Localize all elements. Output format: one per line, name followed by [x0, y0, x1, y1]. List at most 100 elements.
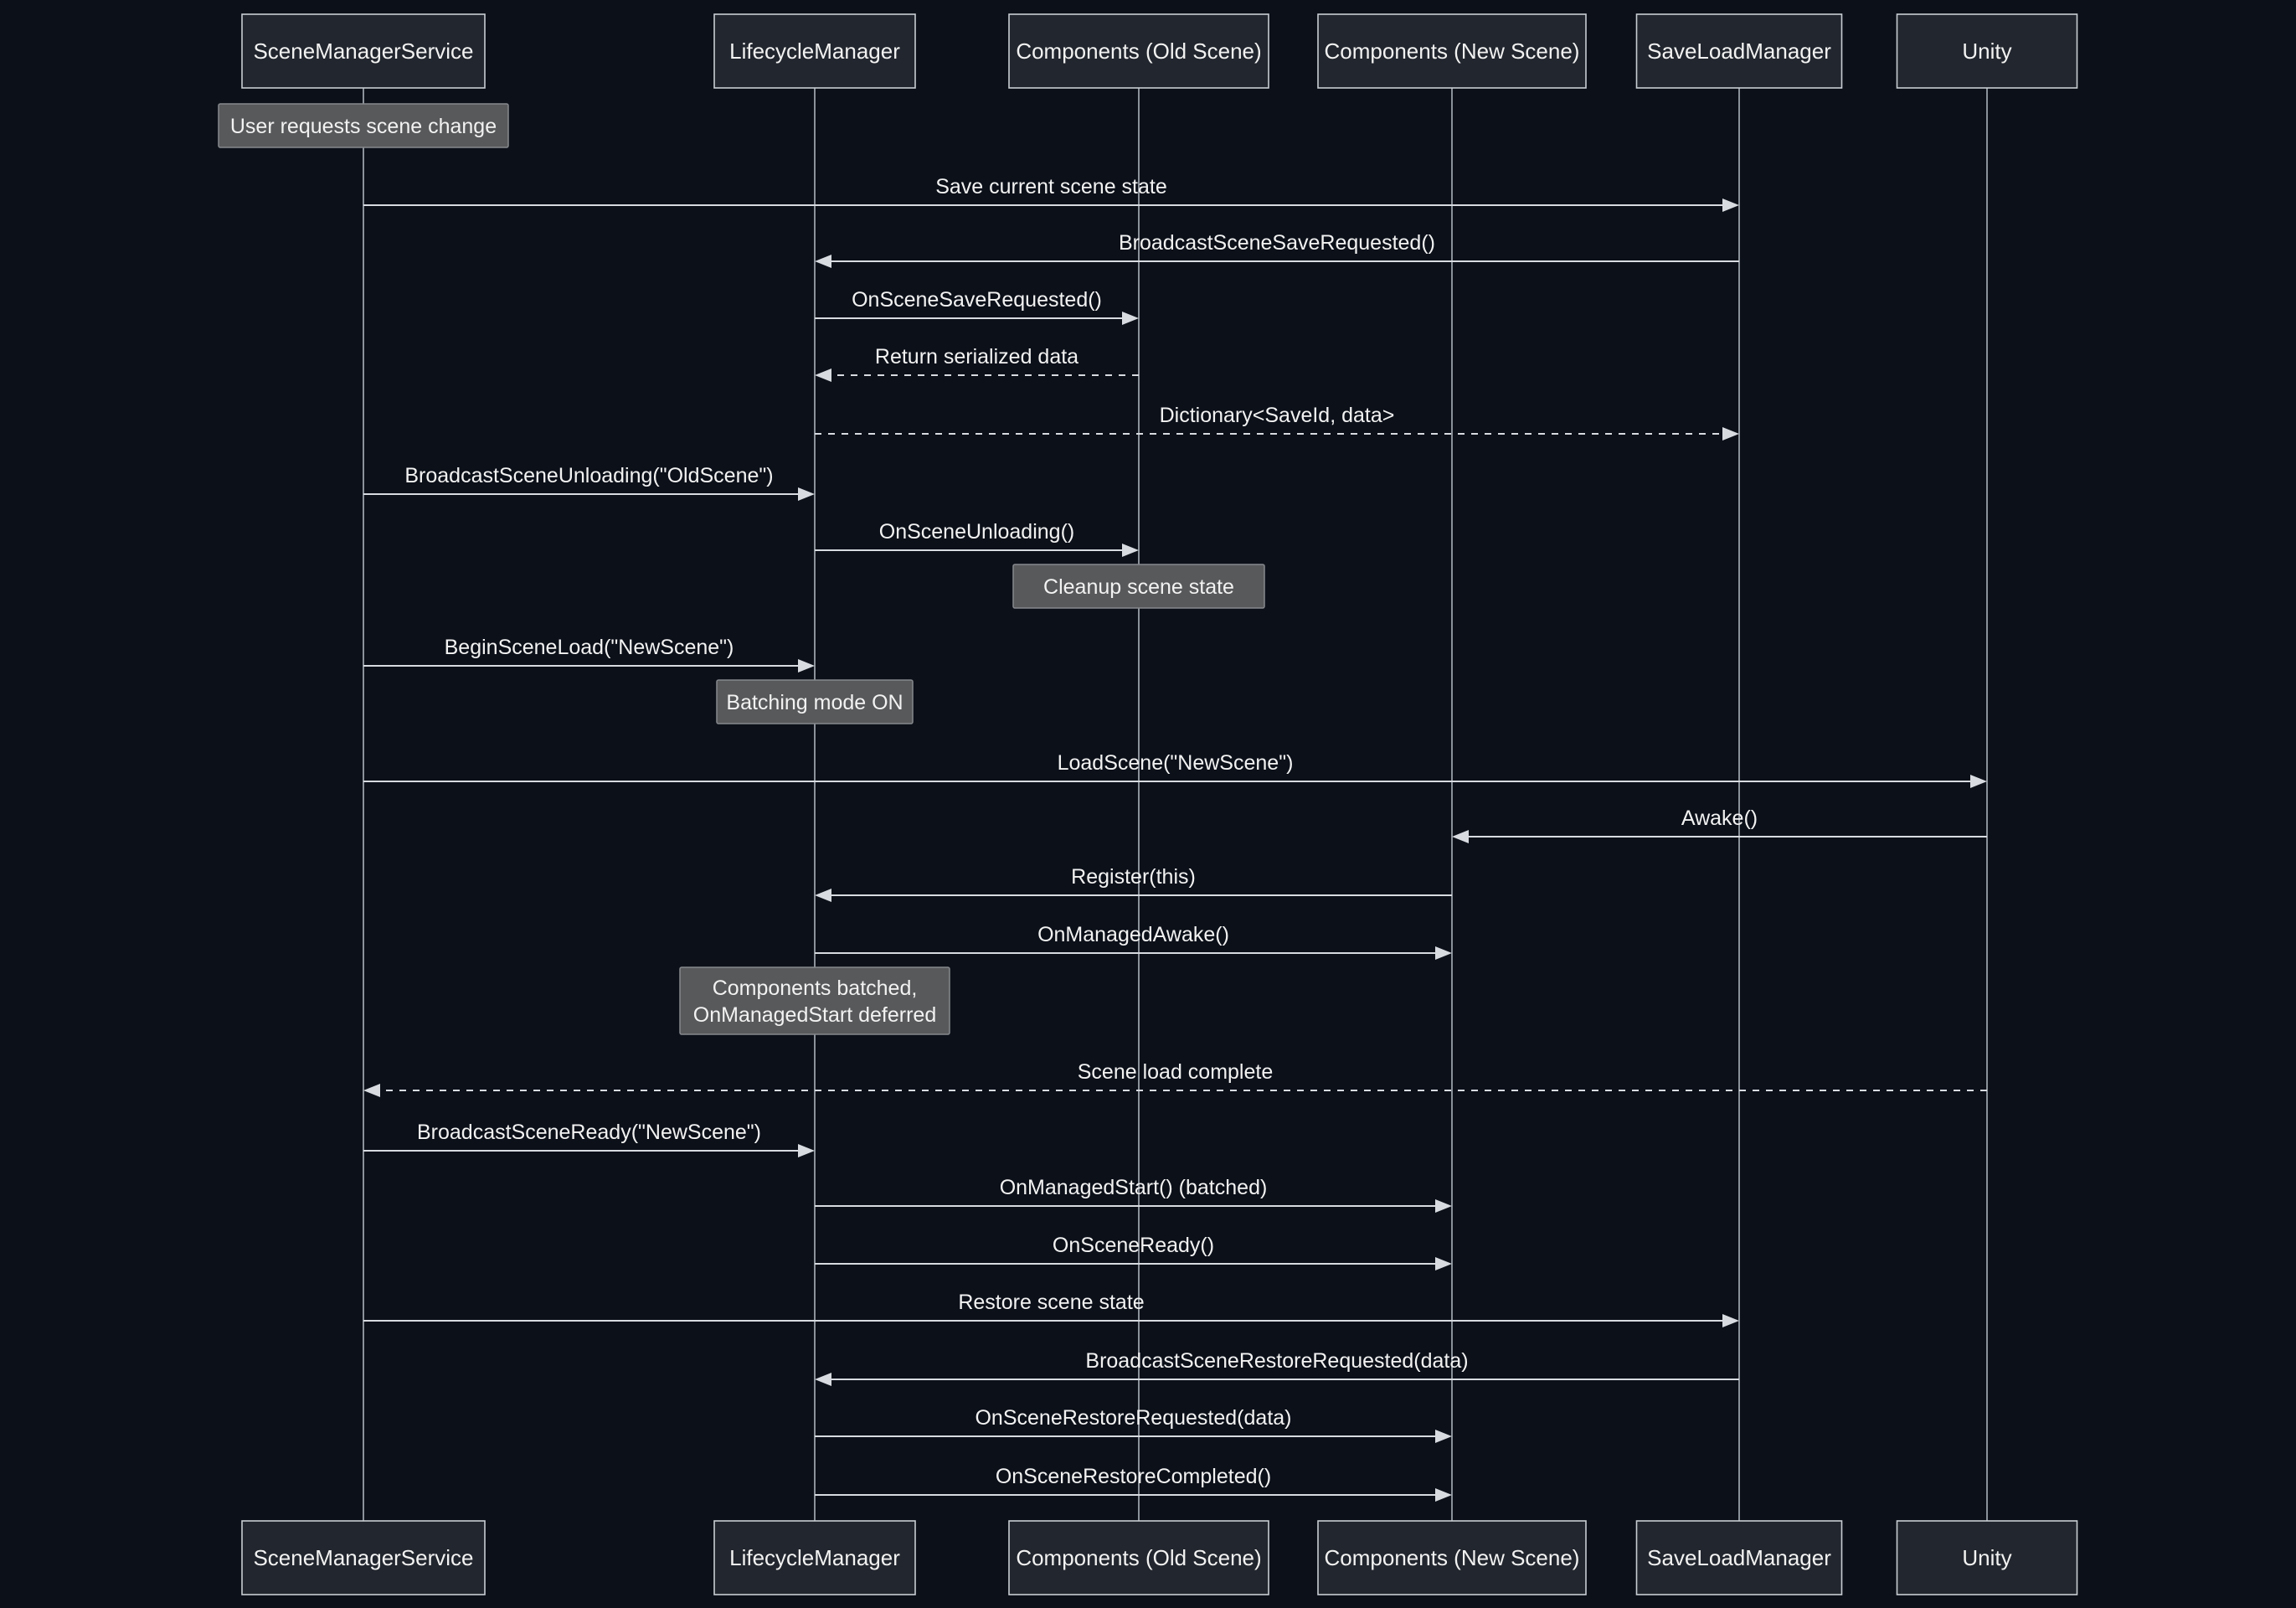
message-onscenesaverequested: OnSceneSaveRequested() [815, 288, 1139, 325]
arrowhead-icon [798, 1144, 815, 1157]
message-label: BroadcastSceneReady("NewScene") [417, 1121, 761, 1144]
message-onscenerestorerequested-data: OnSceneRestoreRequested(data) [815, 1406, 1452, 1443]
participant-components-old-scene-bottom: Components (Old Scene) [1008, 1520, 1269, 1595]
participant-box [241, 13, 486, 89]
arrowhead-icon [363, 1084, 380, 1097]
participant-box [1008, 1520, 1269, 1595]
participant-scenemanagerservice-top: SceneManagerService [241, 13, 486, 89]
arrowhead-icon [1122, 312, 1139, 325]
participant-box [713, 1520, 916, 1595]
arrowhead-icon [1722, 1314, 1739, 1327]
message-label: Save current scene state [935, 175, 1167, 198]
message-label: BroadcastSceneSaveRequested() [1119, 231, 1435, 255]
note-components-batched-onmanagedstart-deferr: Components batched, OnManagedStart deferr… [679, 966, 950, 1035]
message-broadcastscenesaverequested: BroadcastSceneSaveRequested() [815, 231, 1739, 268]
participant-label: LifecycleManager [729, 1545, 900, 1570]
note-user-requests-scene-change: User requests scene change [218, 103, 509, 148]
note-batching-mode-on: Batching mode ON [716, 679, 914, 724]
message-label: BroadcastSceneRestoreRequested(data) [1085, 1349, 1468, 1373]
participant-label: Components (New Scene) [1325, 1545, 1580, 1570]
message-awake: Awake() [1452, 807, 1987, 843]
message-label: OnManagedAwake() [1037, 923, 1229, 946]
message-dictionary-saveid-data: Dictionary<SaveId, data> [815, 404, 1739, 441]
arrowhead-icon [1452, 830, 1469, 843]
participant-components-new-scene-top: Components (New Scene) [1317, 13, 1587, 89]
message-label: OnSceneUnloading() [879, 520, 1074, 544]
message-onmanagedstart-batched: OnManagedStart() (batched) [815, 1176, 1452, 1213]
participant-saveloadmanager-top: SaveLoadManager [1635, 13, 1843, 89]
participant-components-new-scene-bottom: Components (New Scene) [1317, 1520, 1587, 1595]
arrowhead-icon [815, 255, 831, 268]
participant-box [1317, 13, 1587, 89]
participant-label: Unity [1962, 39, 2011, 64]
message-label: OnSceneRestoreCompleted() [996, 1465, 1271, 1488]
arrowhead-icon [815, 368, 831, 382]
note-text: OnManagedStart deferred [693, 1003, 936, 1027]
participant-scenemanagerservice-bottom: SceneManagerService [241, 1520, 486, 1595]
participant-label: SceneManagerService [253, 39, 473, 64]
note-box [679, 966, 950, 1035]
participant-label: Components (New Scene) [1325, 39, 1580, 64]
note-cleanup-scene-state: Cleanup scene state [1012, 564, 1265, 609]
message-onsceneunloading: OnSceneUnloading() [815, 520, 1139, 557]
message-scene-load-complete: Scene load complete [363, 1060, 1987, 1097]
note-box [218, 103, 509, 148]
participant-components-old-scene-top: Components (Old Scene) [1008, 13, 1269, 89]
note-box [1012, 564, 1265, 609]
participant-unity-bottom: Unity [1896, 1520, 2078, 1595]
arrowhead-icon [1722, 427, 1739, 441]
participant-box [1317, 1520, 1587, 1595]
message-label: Scene load complete [1078, 1060, 1273, 1084]
participant-label: Components (Old Scene) [1016, 1545, 1261, 1570]
participant-lifecyclemanager-top: LifecycleManager [713, 13, 916, 89]
participant-label: SaveLoadManager [1647, 1545, 1831, 1570]
participant-box [1635, 13, 1843, 89]
arrowhead-icon [815, 889, 831, 902]
message-label: LoadScene("NewScene") [1058, 751, 1294, 775]
note-text: User requests scene change [230, 115, 497, 138]
participant-saveloadmanager-bottom: SaveLoadManager [1635, 1520, 1843, 1595]
arrowhead-icon [798, 487, 815, 501]
message-onsceneready: OnSceneReady() [815, 1234, 1452, 1270]
participant-box [1896, 1520, 2078, 1595]
arrowhead-icon [1435, 1257, 1452, 1270]
message-save-current-scene-state: Save current scene state [363, 175, 1739, 212]
message-label: Awake() [1681, 807, 1758, 830]
message-label: BeginSceneLoad("NewScene") [445, 636, 734, 659]
message-label: OnSceneSaveRequested() [852, 288, 1102, 312]
participant-box [1635, 1520, 1843, 1595]
participant-label: Components (Old Scene) [1016, 39, 1261, 64]
arrowhead-icon [1122, 544, 1139, 557]
message-label: Dictionary<SaveId, data> [1160, 404, 1395, 427]
arrowhead-icon [1435, 1199, 1452, 1213]
message-label: OnSceneRestoreRequested(data) [975, 1406, 1291, 1430]
participant-box [713, 13, 916, 89]
arrowhead-icon [798, 659, 815, 673]
note-text: Components batched, [713, 977, 918, 1000]
message-onmanagedawake: OnManagedAwake() [815, 923, 1452, 960]
message-onscenerestorecompleted: OnSceneRestoreCompleted() [815, 1465, 1452, 1502]
message-loadscene-newscene: LoadScene("NewScene") [363, 751, 1987, 788]
participant-label: LifecycleManager [729, 39, 900, 64]
message-register-this: Register(this) [815, 865, 1452, 902]
arrowhead-icon [815, 1373, 831, 1386]
arrowhead-icon [1435, 1488, 1452, 1502]
participant-label: SceneManagerService [253, 1545, 473, 1570]
message-label: Register(this) [1071, 865, 1196, 889]
arrowhead-icon [1435, 1430, 1452, 1443]
participant-lifecyclemanager-bottom: LifecycleManager [713, 1520, 916, 1595]
message-label: Restore scene state [958, 1291, 1144, 1314]
participant-unity-top: Unity [1896, 13, 2078, 89]
message-label: OnManagedStart() (batched) [1000, 1176, 1268, 1199]
message-broadcastsceneready-newscene: BroadcastSceneReady("NewScene") [363, 1121, 815, 1157]
message-return-serialized-data: Return serialized data [815, 345, 1139, 382]
note-box [716, 679, 914, 724]
participant-box [1896, 13, 2078, 89]
message-label: BroadcastSceneUnloading("OldScene") [404, 464, 773, 487]
arrowhead-icon [1970, 775, 1987, 788]
arrowhead-icon [1435, 946, 1452, 960]
note-text: Batching mode ON [726, 691, 903, 714]
message-broadcastsceneunloading-oldscene: BroadcastSceneUnloading("OldScene") [363, 464, 815, 501]
